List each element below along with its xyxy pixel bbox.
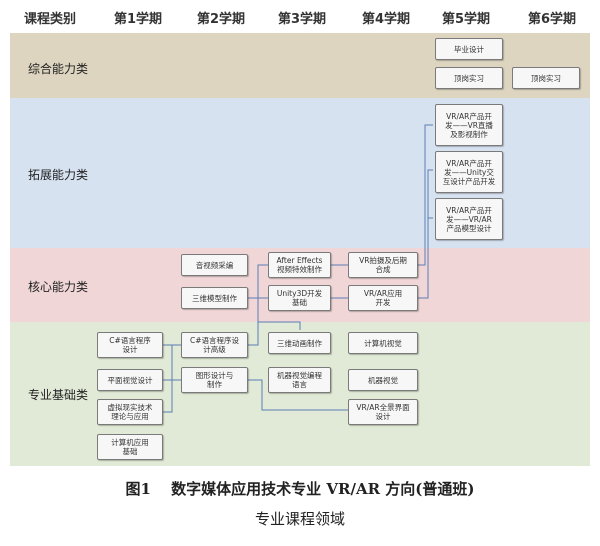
course-3d-animation: 三维动画制作 (268, 332, 331, 354)
course-vr-shooting: VR拍摄及后期 合成 (348, 252, 418, 278)
course-unity-interaction: VR/AR产品开 发——Unity交 互设计产品开发 (435, 151, 503, 193)
course-computer-vision: 计算机视觉 (348, 332, 418, 354)
header-term-6: 第6学期 (528, 12, 577, 27)
course-unity3d-basics: Unity3D开发 基础 (268, 285, 331, 311)
header-term-5: 第5学期 (442, 12, 491, 27)
course-vr-app-dev: VR/AR应用 开发 (348, 285, 418, 311)
course-internship-term6: 顶岗实习 (512, 67, 580, 89)
course-vr-model-design: VR/AR产品开 发——VR/AR 产品模型设计 (435, 198, 503, 240)
course-plane-visual: 平面视觉设计 (97, 369, 163, 391)
course-vr-film: VR/AR产品开 发——VR直播 及影视制作 (435, 104, 503, 146)
connector-to-panorama (248, 379, 348, 411)
connector-to-animation (257, 298, 301, 330)
band-label-foundation: 专业基础类 (28, 388, 89, 402)
connector-modeling-ae (248, 264, 268, 299)
course-machine-vision-language: 机器视觉编程 语言 (268, 367, 331, 393)
course-vr-theory: 虚拟现实技术 理论与应用 (97, 399, 163, 425)
connector-to-vr-film (418, 124, 433, 266)
figure-caption-line1: 图1 数字媒体应用技术专业 VR/AR 方向(普通班) (125, 480, 475, 498)
header-row: 课程类别 第1学期 第2学期 第3学期 第4学期 第5学期 第6学期 (10, 0, 590, 32)
header-term-3: 第3学期 (278, 12, 327, 27)
header-term-2: 第2学期 (197, 12, 246, 27)
course-computer-app: 计算机应用 基础 (97, 434, 163, 460)
course-after-effects: After Effects 视频特效制作 (268, 252, 331, 278)
connector-to-unity-interaction (418, 169, 433, 299)
band-label-core: 核心能力类 (28, 280, 89, 294)
course-graphic-design: 图形设计与 制作 (181, 367, 248, 393)
band-label-expansion: 拓展能力类 (28, 168, 89, 182)
header-term-1: 第1学期 (114, 12, 163, 27)
band-label-comprehensive: 综合能力类 (28, 62, 89, 76)
course-3d-modeling: 三维模型制作 (181, 287, 248, 309)
course-av-capture: 音视频采编 (181, 254, 248, 276)
header-term-4: 第4学期 (362, 12, 411, 27)
course-csharp-design: C#语言程序 设计 (97, 332, 163, 358)
connector-theory (163, 344, 181, 413)
course-graduation-design: 毕业设计 (435, 38, 503, 60)
header-category: 课程类别 (24, 12, 77, 27)
course-csharp-advanced: C#语言程序设 计高级 (181, 332, 248, 358)
course-internship-term5: 顶岗实习 (435, 67, 503, 89)
course-machine-vision: 机器视觉 (348, 369, 418, 391)
figure-caption-line2: 专业课程领域 (254, 510, 345, 528)
course-vr-panorama: VR/AR全景界面 设计 (348, 399, 418, 425)
